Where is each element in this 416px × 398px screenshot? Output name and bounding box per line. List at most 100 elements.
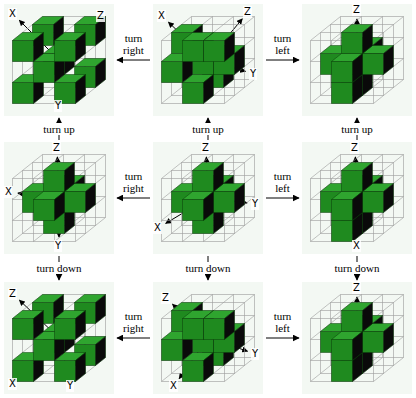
lattice-line	[403, 295, 404, 358]
cube-view-panel: ZXY	[4, 282, 114, 394]
lattice-line	[403, 17, 404, 80]
turn-arrow	[117, 198, 150, 199]
panel-ground	[302, 282, 412, 394]
cubelet-face	[96, 59, 106, 88]
axis-label: Z	[161, 292, 170, 304]
cube-figure	[153, 282, 263, 394]
cubelet-face	[76, 311, 86, 340]
cube-figure	[153, 4, 263, 116]
lattice-line	[76, 155, 106, 179]
axis-label: Y	[66, 380, 74, 392]
cubelet-face	[183, 361, 204, 382]
cubelet-face	[55, 41, 76, 62]
cube-figure	[302, 4, 412, 116]
cubelet-face	[204, 75, 214, 104]
panel-ground	[153, 4, 263, 116]
cube-figure	[153, 142, 263, 254]
lattice-line	[403, 155, 404, 218]
cubelet-face	[363, 25, 373, 54]
axis-label: Y	[54, 240, 62, 252]
cubelet-face	[332, 221, 353, 242]
cube-figure	[4, 4, 114, 116]
lattice-line	[13, 241, 76, 242]
lattice-line	[192, 154, 255, 155]
lattice-line	[374, 80, 404, 104]
turn-label: turn right	[116, 170, 152, 194]
cubelet-face	[76, 33, 86, 62]
lattice-line	[374, 295, 404, 319]
cubelet-face	[363, 54, 384, 75]
cubelet-face	[214, 192, 235, 213]
axis-label: Y	[251, 198, 259, 210]
cubelet-face	[183, 41, 204, 62]
cubelet-face	[332, 62, 353, 83]
cubelet-face	[204, 41, 225, 62]
turn-label: turn down	[334, 262, 381, 274]
lattice-line	[76, 218, 106, 242]
turn-arrow	[266, 338, 299, 339]
cubelet-face	[86, 184, 96, 213]
cubelet-face	[363, 332, 384, 353]
lattice-line	[374, 155, 404, 179]
lattice-line	[162, 241, 225, 242]
turn-arrow	[266, 60, 299, 61]
cubelet-face	[55, 192, 65, 221]
cubelet-face	[55, 319, 76, 340]
axis-label: X	[8, 378, 17, 390]
cubelet-face	[44, 171, 65, 192]
turn-label: turn right	[116, 310, 152, 334]
cubelet-face	[235, 324, 245, 353]
turn-arrow	[117, 338, 150, 339]
cubelet-face	[65, 163, 75, 192]
turn-label: turn up	[340, 123, 373, 135]
cubelet-face	[76, 353, 86, 382]
axis-label: X	[4, 186, 13, 198]
cubelet-face	[384, 324, 394, 353]
cubelet-face	[65, 192, 86, 213]
cube-view-panel: X Z Y	[4, 142, 114, 254]
cube-figure	[302, 142, 412, 254]
cubelet-face	[13, 83, 34, 104]
cubelet-face	[34, 33, 44, 62]
cubelet-face	[183, 83, 204, 104]
cubelet-face	[96, 337, 106, 366]
panel-ground	[4, 4, 114, 116]
lattice-line	[341, 16, 404, 17]
cubelet-face	[225, 311, 235, 340]
cubelet-face	[342, 33, 363, 54]
cube-figure	[4, 142, 114, 254]
cubelet-face	[193, 171, 214, 192]
cube-figure	[302, 282, 412, 394]
turn-label: turn up	[42, 123, 75, 135]
axis-label: Z	[350, 142, 359, 154]
axis-label: Y	[249, 68, 257, 80]
axis-label: X	[8, 8, 17, 20]
axis-label: Z	[52, 142, 61, 154]
cubelet-face	[384, 46, 394, 75]
axis-label: X	[352, 240, 361, 252]
cubelet-face	[34, 62, 55, 83]
lattice-line	[192, 294, 255, 295]
panel-ground	[302, 142, 412, 254]
cubelet-face	[13, 41, 34, 62]
turn-label: turn left	[265, 170, 301, 194]
turn-arrow	[117, 60, 150, 61]
cubelet-face	[76, 75, 86, 104]
cubelet-face	[96, 295, 106, 324]
turn-label: turn down	[36, 262, 83, 274]
axis-label: Z	[201, 142, 210, 154]
cubelet-face	[363, 192, 384, 213]
lattice-line	[341, 294, 404, 295]
lattice-line	[105, 155, 106, 218]
cubelet-face	[13, 319, 34, 340]
lattice-line	[374, 17, 404, 41]
cubelet-face	[342, 171, 363, 192]
cubelet-face	[162, 62, 183, 83]
cubelet-face	[363, 163, 373, 192]
cubelet-face	[34, 200, 55, 221]
axis-label: Y	[251, 348, 259, 360]
lattice-line	[374, 358, 404, 382]
axis-label: X	[153, 222, 162, 234]
